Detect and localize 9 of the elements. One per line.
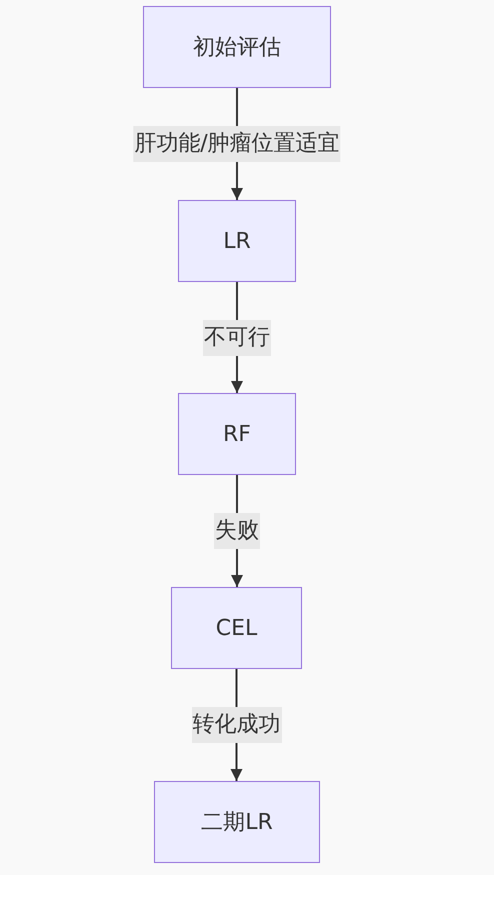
edge-label: 转化成功 bbox=[192, 707, 282, 743]
edge-label: 失败 bbox=[214, 513, 260, 549]
edge-label: 肝功能/肿瘤位置适宜 bbox=[133, 126, 341, 162]
process-box: CEL bbox=[171, 587, 302, 669]
process-box: 二期LR bbox=[154, 781, 320, 863]
process-box: LR bbox=[178, 200, 296, 282]
process-box: 初始评估 bbox=[143, 6, 331, 88]
edge-label: 不可行 bbox=[203, 320, 271, 356]
process-box: RF bbox=[178, 393, 296, 475]
